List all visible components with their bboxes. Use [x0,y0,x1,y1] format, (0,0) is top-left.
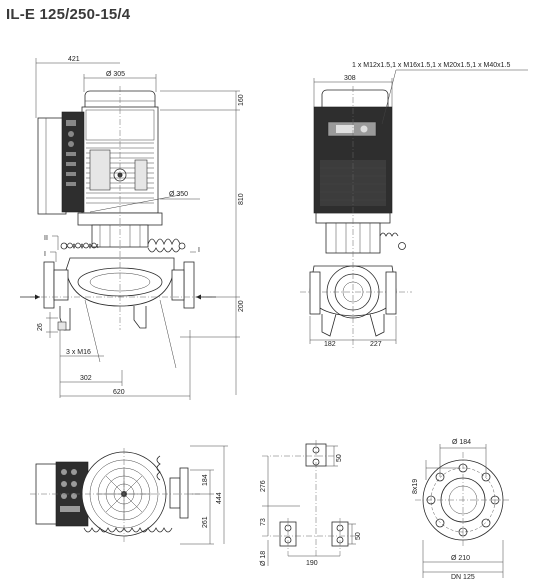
dim-flange-outer: Ø 210 [451,555,470,562]
section-mark-1-left: I [44,251,46,258]
dim-flange-holes: 8x19 [412,479,419,494]
dim-810: 810 [238,193,245,205]
dim-fp-hole: Ø 18 [260,551,267,566]
dim-motor-diameter: Ø 305 [106,71,125,78]
product-title: IL-E 125/250-15/4 [6,6,131,23]
dim-fp-50-top: 50 [336,454,343,462]
dim-160: 160 [238,94,245,106]
dim-cable-glands: 1 x M12x1.5,1 x M16x1.5,1 x M20x1.5,1 x … [352,62,510,69]
dim-200: 200 [238,300,245,312]
dim-fp-73: 73 [260,518,267,526]
foot-plate-view: 276 50 73 50 Ø 18 190 [260,440,362,567]
dim-26: 26 [37,323,44,331]
dim-227: 227 [370,341,382,348]
dim-fan-diameter: Ø 350 [169,191,188,198]
dim-308: 308 [344,75,356,82]
flange-view: Ø 184 8x19 Ø 210 DN 125 [412,439,511,581]
dim-182: 182 [324,341,336,348]
dim-fp-50-bottom: 50 [355,532,362,540]
dim-flange-dn: DN 125 [451,574,475,581]
dim-flange-bolt-circle: Ø 184 [452,439,471,446]
section-mark-2: II [44,235,48,242]
dim-fp-276: 276 [260,480,267,492]
dim-302: 302 [80,375,92,382]
dim-plan-444: 444 [216,492,223,504]
plan-view: 184 444 261 [30,445,228,545]
section-mark-1-right: I [198,247,200,254]
dim-fp-190: 190 [306,560,318,567]
front-view: II I I 421 Ø 305 160 810 Ø 350 200 26 3 … [20,56,245,400]
dim-foot-bolts: 3 x M16 [66,349,91,356]
side-view: 1 x M12x1.5,1 x M16x1.5,1 x M20x1.5,1 x … [300,62,528,348]
dim-421: 421 [68,56,80,63]
dim-plan-184: 184 [202,474,209,486]
dim-plan-261: 261 [202,516,209,528]
dim-620: 620 [113,389,125,396]
